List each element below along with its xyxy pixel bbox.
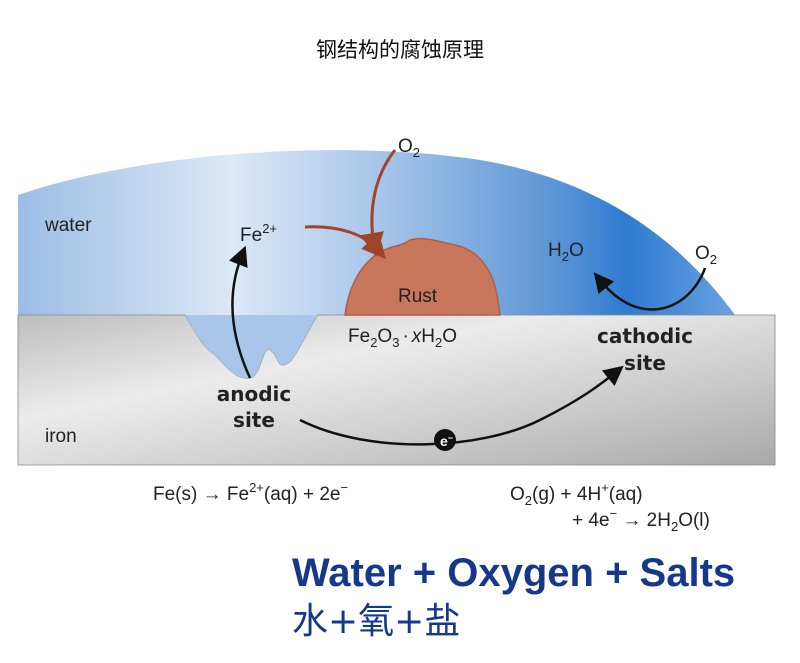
svg-text:e−: e− [440, 433, 453, 449]
anodic-site-label: site [233, 408, 275, 432]
summary-chinese: 水+氧+盐 [292, 601, 460, 642]
summary-english: Water + Oxygen + Salts [292, 551, 735, 595]
electron-flow-arrow [299, 365, 624, 446]
anode-equation: Fe(s) → Fe2+(aq) + 2e− [153, 480, 348, 505]
fe2-ion-label: Fe2+ [240, 221, 277, 246]
cathode-equation-line2: + 4e− → 2H2O(l) [572, 506, 710, 534]
rust-label: Rust [398, 286, 438, 307]
o2-to-rust-arrow [360, 149, 397, 257]
anodic-label: anodic [217, 382, 292, 406]
water-label: water [44, 215, 92, 236]
o2-top-label: O2 [398, 136, 420, 160]
cathode-water-arrow [593, 267, 707, 311]
iron-label: iron [45, 426, 77, 447]
cathodic-site-label: site [624, 351, 666, 375]
h2o-label: H2O [548, 240, 584, 264]
cathodic-label: cathodic [597, 324, 693, 348]
diagram-title: 钢结构的腐蚀原理 [316, 38, 484, 62]
o2-right-label: O2 [695, 243, 717, 267]
pit-water [185, 315, 318, 379]
anode-fe-arrow [229, 245, 252, 379]
electron-badge: e− [434, 429, 456, 451]
rust-formula: Fe2O3·xH2O [348, 326, 457, 350]
cathode-equation-line1: O2(g) + 4H+(aq) [510, 480, 643, 508]
